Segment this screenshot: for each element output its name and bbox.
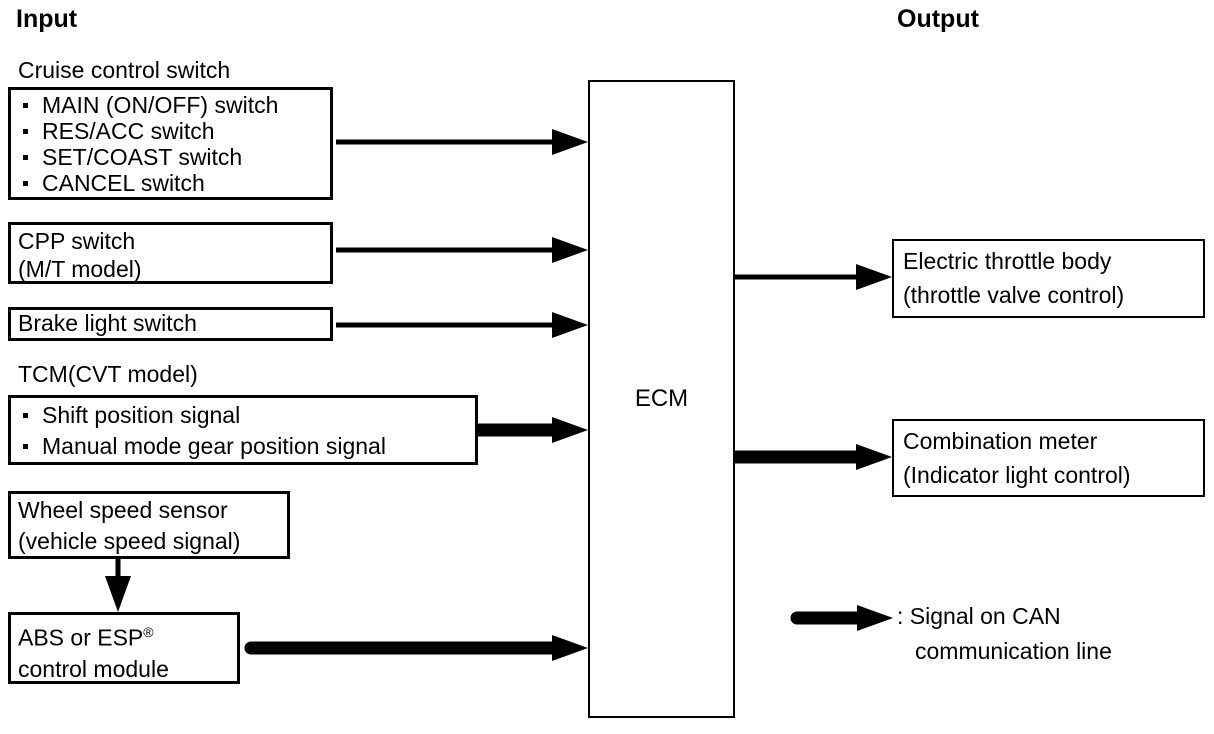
list-item: CANCEL switch bbox=[18, 170, 323, 196]
abs-esp-module-box: ABS or ESP® control module bbox=[8, 612, 240, 684]
output-section-header: Output bbox=[897, 5, 979, 33]
box-line: Combination meter bbox=[903, 428, 1098, 454]
tcm-label: TCM(CVT model) bbox=[18, 361, 198, 387]
list-item: SET/COAST switch bbox=[18, 144, 323, 170]
box-line: (M/T model) bbox=[18, 256, 142, 282]
list-item: Shift position signal bbox=[18, 400, 468, 431]
box-line: Wheel speed sensor bbox=[18, 497, 228, 523]
tcm-signals-box: Shift position signal Manual mode gear p… bbox=[8, 395, 478, 465]
cruise-control-switch-label: Cruise control switch bbox=[18, 57, 231, 83]
legend-line: communication line bbox=[915, 638, 1112, 664]
registered-trademark-symbol: ® bbox=[143, 624, 154, 640]
wheel-speed-sensor-box: Wheel speed sensor (vehicle speed signal… bbox=[8, 491, 290, 559]
cpp-switch-box: CPP switch (M/T model) bbox=[8, 222, 333, 284]
box-line: Brake light switch bbox=[18, 310, 197, 336]
box-line: CPP switch bbox=[18, 228, 136, 254]
combination-meter-box: Combination meter (Indicator light contr… bbox=[892, 419, 1205, 497]
list-item: RES/ACC switch bbox=[18, 118, 323, 144]
electric-throttle-body-box: Electric throttle body (throttle valve c… bbox=[892, 239, 1205, 318]
can-legend: : Signal on CAN communication line bbox=[897, 599, 1112, 669]
box-line: Electric throttle body bbox=[903, 248, 1112, 274]
ecm-label: ECM bbox=[634, 385, 689, 412]
brake-light-switch-box: Brake light switch bbox=[8, 307, 333, 341]
list-item: MAIN (ON/OFF) switch bbox=[18, 92, 323, 118]
cruise-switch-list: MAIN (ON/OFF) switch RES/ACC switch SET/… bbox=[18, 92, 323, 196]
box-line: control module bbox=[18, 655, 169, 682]
cruise-control-switch-box: MAIN (ON/OFF) switch RES/ACC switch SET/… bbox=[8, 87, 333, 200]
input-section-header: Input bbox=[16, 5, 78, 33]
legend-line: : Signal on CAN bbox=[897, 603, 1061, 629]
box-line: (Indicator light control) bbox=[903, 462, 1131, 488]
box-line: (vehicle speed signal) bbox=[18, 528, 241, 554]
tcm-signal-list: Shift position signal Manual mode gear p… bbox=[18, 400, 468, 462]
box-line: ABS or ESP® bbox=[18, 624, 154, 651]
box-line: (throttle valve control) bbox=[903, 282, 1125, 308]
ecm-box: ECM bbox=[588, 80, 735, 718]
list-item: Manual mode gear position signal bbox=[18, 431, 468, 462]
